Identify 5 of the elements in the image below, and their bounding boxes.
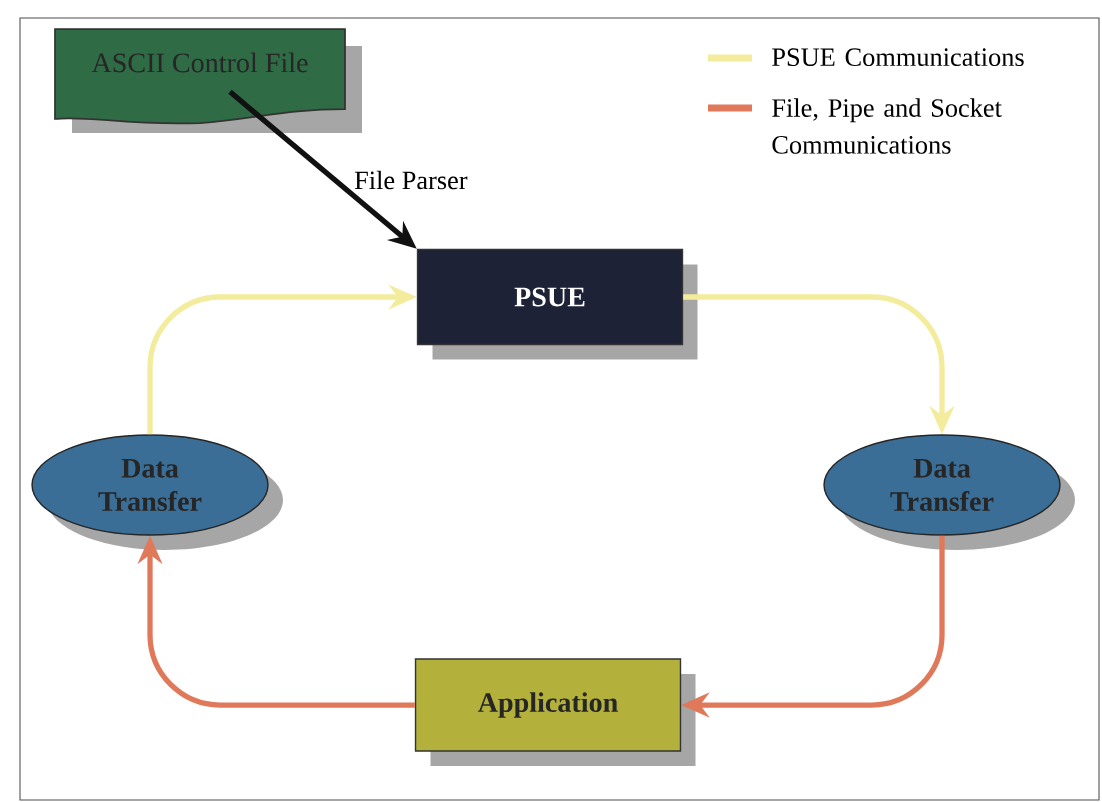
process-box: Application (414, 658, 696, 766)
process-box: PSUE (416, 248, 698, 360)
edge-label: File Parser (354, 170, 468, 190)
legend-text: File, Pipe and Socket Communications (772, 98, 1002, 154)
legend-text: PSUE Communications (772, 48, 1024, 67)
